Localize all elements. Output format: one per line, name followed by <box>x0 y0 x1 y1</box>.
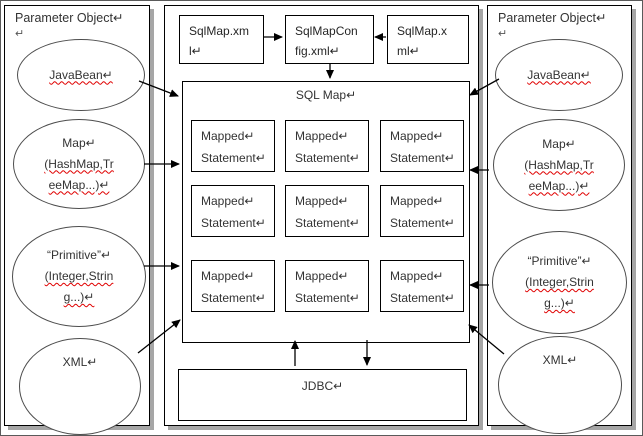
right-map-label-line1: Map↵ <box>542 136 576 151</box>
left-ellipse-xml: XML↵ <box>19 338 141 435</box>
stmt-5-line1: Mapped↵ <box>295 194 349 208</box>
mapped-statement-box-8: Mapped↵ Statement↵ <box>285 260 369 312</box>
sqlmap-xml-left-line1: SqlMap.xm <box>189 24 250 38</box>
sqlmap-xml-right-line2: ml↵ <box>397 44 420 58</box>
sqlmap-xml-left-line2: l↵ <box>189 44 202 58</box>
left-parameter-panel: Parameter Object↵ ↵ JavaBean↵ Map↵ (Hash… <box>4 5 150 435</box>
stmt-2-line2: Statement↵ <box>295 151 360 165</box>
stmt-7-line2: Statement↵ <box>201 291 266 305</box>
stmt-9-line1: Mapped↵ <box>390 269 444 283</box>
right-ellipse-primitive: “Primitive”↵ (Integer,Strin g...)↵ <box>492 231 627 334</box>
sql-map-title: SQL Map↵ <box>295 88 357 102</box>
stmt-8-line1: Mapped↵ <box>295 269 349 283</box>
left-primitive-label-line3: g...)↵ <box>63 290 95 304</box>
right-primitive-label-line3: g...)↵ <box>544 296 575 310</box>
sql-map-box: SQL Map↵ Mapped↵ Statement↵ Mapped↵ Stat… <box>182 81 470 343</box>
mapped-statement-box-2: Mapped↵ Statement↵ <box>285 120 369 172</box>
stmt-6-line1: Mapped↵ <box>390 194 444 208</box>
right-parameter-panel: Parameter Object↵ ↵ JavaBean↵ Map↵ (Hash… <box>487 5 632 434</box>
right-stray-return-mark: ↵ <box>498 28 508 40</box>
left-primitive-label-line2: (Integer,Strin <box>44 269 114 283</box>
left-primitive-label-line1: “Primitive”↵ <box>46 248 112 262</box>
left-javabean-label: JavaBean↵ <box>49 67 113 82</box>
right-xml-label: XML↵ <box>542 353 578 367</box>
stmt-1-line1: Mapped↵ <box>201 129 255 143</box>
sqlmap-xml-right-line1: SqlMap.x <box>397 24 448 38</box>
mapped-statement-box-6: Mapped↵ Statement↵ <box>380 185 464 237</box>
sqlmap-xml-right-box: SqlMap.x ml↵ <box>387 15 469 64</box>
stmt-8-line2: Statement↵ <box>295 291 360 305</box>
center-panel: SqlMap.xm l↵ SqlMapCon fig.xml↵ SqlMap.x… <box>164 5 479 426</box>
stmt-3-line1: Mapped↵ <box>390 129 444 143</box>
left-panel-title: Parameter Object↵ <box>15 11 124 25</box>
left-ellipse-javabean: JavaBean↵ <box>17 39 145 111</box>
sqlmap-config-line1: SqlMapCon <box>295 24 358 38</box>
stmt-4-line2: Statement↵ <box>201 216 266 230</box>
mapped-statement-box-7: Mapped↵ Statement↵ <box>191 260 275 312</box>
mapped-statement-box-4: Mapped↵ Statement↵ <box>191 185 275 237</box>
sqlmap-config-line2: fig.xml↵ <box>295 44 340 58</box>
stmt-4-line1: Mapped↵ <box>201 194 255 208</box>
mapped-statement-box-9: Mapped↵ Statement↵ <box>380 260 464 312</box>
stmt-9-line2: Statement↵ <box>390 291 455 305</box>
jdbc-label: JDBC↵ <box>301 379 344 393</box>
left-ellipse-primitive: “Primitive”↵ (Integer,Strin g...)↵ <box>12 226 146 327</box>
right-primitive-label-line2: (Integer,Strin <box>525 275 594 289</box>
left-map-label-line1: Map↵ <box>62 135 96 150</box>
mapped-statement-box-3: Mapped↵ Statement↵ <box>380 120 464 172</box>
mapped-statement-box-1: Mapped↵ Statement↵ <box>191 120 275 172</box>
stmt-7-line1: Mapped↵ <box>201 269 255 283</box>
stmt-5-line2: Statement↵ <box>295 216 360 230</box>
right-primitive-label-line1: “Primitive”↵ <box>527 254 592 268</box>
left-ellipse-map: Map↵ (HashMap,Tr eeMap...)↵ <box>13 119 145 209</box>
right-map-label-line2: (HashMap,Tr <box>524 157 594 172</box>
sqlmap-xml-left-box: SqlMap.xm l↵ <box>179 15 264 64</box>
right-map-label-line3: eeMap...)↵ <box>528 178 590 193</box>
left-xml-label: XML↵ <box>62 355 98 369</box>
right-ellipse-javabean: JavaBean↵ <box>495 39 623 111</box>
stmt-3-line2: Statement↵ <box>390 151 455 165</box>
right-ellipse-xml: XML↵ <box>498 336 622 434</box>
right-javabean-label: JavaBean↵ <box>527 67 591 82</box>
mapped-statement-box-5: Mapped↵ Statement↵ <box>285 185 369 237</box>
sqlmap-config-box: SqlMapCon fig.xml↵ <box>285 15 374 64</box>
stmt-2-line1: Mapped↵ <box>295 129 349 143</box>
right-panel-title: Parameter Object↵ <box>498 11 607 25</box>
stmt-6-line2: Statement↵ <box>390 216 455 230</box>
left-map-label-line2: (HashMap,Tr <box>44 156 114 171</box>
right-ellipse-map: Map↵ (HashMap,Tr eeMap...)↵ <box>493 119 625 211</box>
stmt-1-line2: Statement↵ <box>201 151 266 165</box>
left-stray-return-mark: ↵ <box>15 28 25 40</box>
left-map-label-line3: eeMap...)↵ <box>48 177 110 192</box>
jdbc-box: JDBC↵ <box>178 369 467 421</box>
